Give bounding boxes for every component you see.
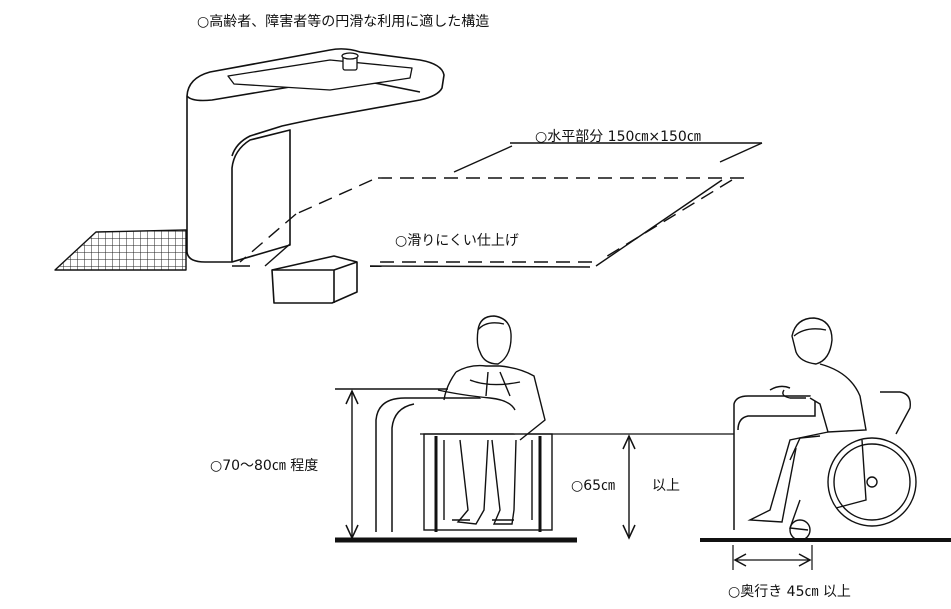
horizontal-area-outline	[232, 142, 763, 268]
step-block	[271, 255, 358, 304]
horizontal-area-label: ○水平部分 150㎝×150㎝	[535, 129, 701, 145]
height-range-label: ○70～80㎝ 程度	[210, 458, 319, 474]
side-person	[747, 317, 917, 541]
drain-grate	[54, 229, 187, 271]
depth-label: ○奥行き 45㎝ 以上	[728, 584, 851, 600]
knee-clearance-label: ○65㎝	[571, 478, 616, 494]
structure-label: ○高齢者、障害者等の円滑な利用に適した構造	[197, 14, 490, 30]
front-basin	[375, 397, 521, 532]
fountain-pedestal	[186, 96, 291, 263]
front-view	[335, 315, 734, 543]
basin-bowl	[227, 59, 413, 91]
side-view	[700, 317, 951, 570]
front-person	[423, 315, 553, 532]
knee-clearance-suffix: 以上	[652, 478, 680, 494]
side-basin	[733, 395, 816, 530]
nonslip-label: ○滑りにくい仕上げ	[395, 233, 519, 249]
fountain-perspective	[54, 48, 445, 304]
nonslip-area-dashed	[239, 177, 748, 263]
